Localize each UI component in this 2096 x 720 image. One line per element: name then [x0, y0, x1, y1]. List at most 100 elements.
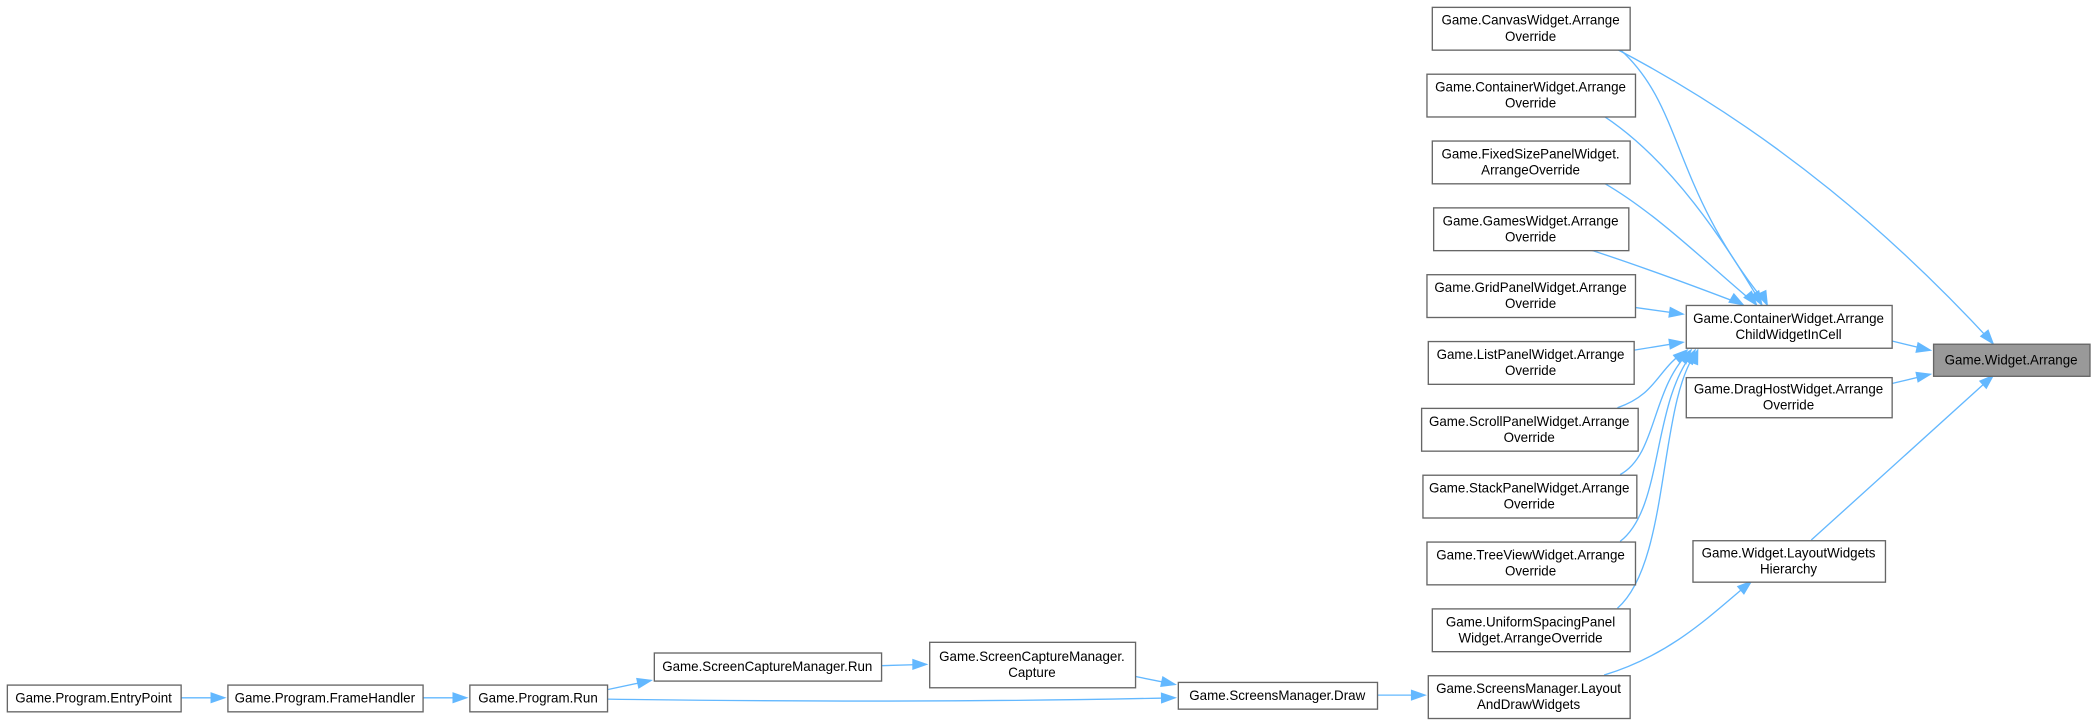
node-label: ChildWidgetInCell: [1735, 327, 1841, 342]
arrowhead-icon: [1668, 306, 1685, 318]
arrowhead-icon: [1687, 348, 1699, 366]
arrowhead-icon: [1410, 689, 1427, 701]
arrowhead-icon: [1728, 292, 1745, 306]
arrowhead-icon: [210, 692, 227, 704]
node-label: Game.UniformSpacingPanel: [1446, 614, 1615, 629]
node-label: Override: [1504, 430, 1555, 445]
node-label: Game.ContainerWidget.Arrange: [1435, 80, 1626, 95]
node-label: Game.ScreensManager.Layout: [1436, 681, 1621, 696]
node-box: [1427, 340, 1635, 385]
edge-canvas-arrange: [1617, 48, 1994, 345]
edge-stack-child: [1619, 349, 1692, 476]
node-tree[interactable]: Game.TreeViewWidget.ArrangeOverride: [1426, 541, 1637, 586]
arrowhead-icon: [1668, 338, 1685, 350]
node-label: Game.StackPanelWidget.Arrange: [1429, 481, 1630, 496]
node-label: Widget.ArrangeOverride: [1459, 630, 1603, 645]
node-box: [1427, 675, 1631, 720]
node-games[interactable]: Game.GamesWidget.ArrangeOverride: [1432, 207, 1630, 252]
arrowhead-icon: [1915, 341, 1933, 353]
node-label: Override: [1505, 29, 1556, 44]
node-box: [1420, 407, 1639, 452]
node-box: [1426, 73, 1637, 118]
arrowhead-icon: [912, 658, 929, 670]
node-box: [1431, 140, 1631, 185]
node-label: Game.GridPanelWidget.Arrange: [1434, 280, 1626, 295]
node-grid[interactable]: Game.GridPanelWidget.ArrangeOverride: [1426, 274, 1637, 319]
node-box: [1685, 304, 1893, 349]
edge-games-child: [1590, 249, 1744, 306]
node-label: Game.ContainerWidget.Arrange: [1693, 311, 1884, 326]
node-label: Game.DragHostWidget.Arrange: [1694, 382, 1883, 397]
arrowhead-icon: [1915, 371, 1933, 383]
node-box: [6, 684, 182, 713]
node-label: Game.TreeViewWidget.Arrange: [1436, 547, 1625, 562]
node-arrange-child[interactable]: Game.ContainerWidget.ArrangeChildWidgetI…: [1685, 304, 1893, 349]
node-box: [1426, 274, 1637, 319]
node-frame[interactable]: Game.Program.FrameHandler: [227, 684, 424, 713]
edge-container-child: [1603, 115, 1763, 306]
node-label: Game.Widget.LayoutWidgets: [1702, 545, 1876, 560]
node-label: Game.Program.EntryPoint: [15, 690, 172, 705]
node-widget-arrange[interactable]: Game.Widget.Arrange: [1932, 343, 2091, 377]
edge-layoutdraw-hier: [1603, 580, 1752, 676]
node-fixedsize[interactable]: Game.FixedSizePanelWidget.ArrangeOverrid…: [1431, 140, 1631, 185]
edge-hier-arrange: [1810, 375, 1994, 541]
node-box: [1426, 541, 1637, 586]
node-label: Game.GamesWidget.Arrange: [1443, 213, 1619, 228]
arrowhead-icon: [1160, 692, 1178, 704]
arrowhead-icon: [1736, 580, 1753, 595]
node-label: Game.Program.Run: [478, 690, 598, 705]
node-uniform[interactable]: Game.UniformSpacingPanelWidget.ArrangeOv…: [1431, 608, 1631, 653]
arrowhead-icon: [1160, 676, 1177, 688]
node-label: Override: [1505, 363, 1556, 378]
node-label: Capture: [1008, 665, 1056, 680]
node-label: Game.Program.FrameHandler: [235, 690, 416, 705]
node-canvas[interactable]: Game.CanvasWidget.ArrangeOverride: [1431, 6, 1631, 51]
node-label: Game.CanvasWidget.Arrange: [1441, 13, 1619, 28]
edge-run-draw: [606, 697, 1176, 702]
node-box: [929, 641, 1137, 689]
node-box: [227, 684, 424, 713]
nodes: Game.CanvasWidget.ArrangeOverrideGame.Co…: [6, 6, 2091, 720]
node-container-override[interactable]: Game.ContainerWidget.ArrangeOverride: [1426, 73, 1637, 118]
arrowhead-icon: [1978, 374, 1995, 390]
edge-tree-child: [1619, 349, 1696, 542]
node-label: Override: [1504, 497, 1555, 512]
node-stack[interactable]: Game.StackPanelWidget.ArrangeOverride: [1422, 474, 1638, 519]
node-box: [653, 652, 883, 682]
node-draghost[interactable]: Game.DragHostWidget.ArrangeOverride: [1685, 376, 1893, 419]
node-capture[interactable]: Game.ScreenCaptureManager.Capture: [929, 641, 1137, 689]
arrowhead-icon: [1979, 329, 1995, 346]
arrowhead-icon: [636, 677, 653, 689]
node-label: Game.ScreenCaptureManager.Run: [662, 659, 872, 674]
node-box: [1431, 6, 1631, 51]
edge-fixed-child: [1603, 182, 1757, 306]
node-box: [1422, 474, 1638, 519]
node-label: Game.ScreenCaptureManager.: [939, 649, 1125, 664]
node-label: Override: [1505, 229, 1556, 244]
arrowhead-icon: [1743, 290, 1758, 307]
node-scm-run[interactable]: Game.ScreenCaptureManager.Run: [653, 652, 883, 682]
node-label: Override: [1505, 96, 1556, 111]
node-label: Game.FixedSizePanelWidget.: [1441, 146, 1619, 161]
arrowhead-icon: [1749, 289, 1763, 307]
node-label: Override: [1505, 296, 1556, 311]
node-program-run[interactable]: Game.Program.Run: [469, 684, 609, 713]
node-label: Game.ListPanelWidget.Arrange: [1437, 347, 1625, 362]
node-list[interactable]: Game.ListPanelWidget.ArrangeOverride: [1427, 340, 1635, 385]
node-label: Game.ScreensManager.Draw: [1189, 688, 1365, 703]
node-draw[interactable]: Game.ScreensManager.Draw: [1177, 681, 1379, 710]
node-label: AndDrawWidgets: [1477, 697, 1581, 712]
node-box: [469, 684, 609, 713]
node-label: Override: [1763, 398, 1814, 413]
node-entry[interactable]: Game.Program.EntryPoint: [6, 684, 182, 713]
node-scroll[interactable]: Game.ScrollPanelWidget.ArrangeOverride: [1420, 407, 1639, 452]
node-box: [1692, 540, 1887, 583]
node-label: Game.Widget.Arrange: [1945, 352, 2078, 367]
node-box: [1177, 681, 1379, 710]
arrowhead-icon: [452, 692, 469, 704]
node-label: ArrangeOverride: [1481, 162, 1580, 177]
